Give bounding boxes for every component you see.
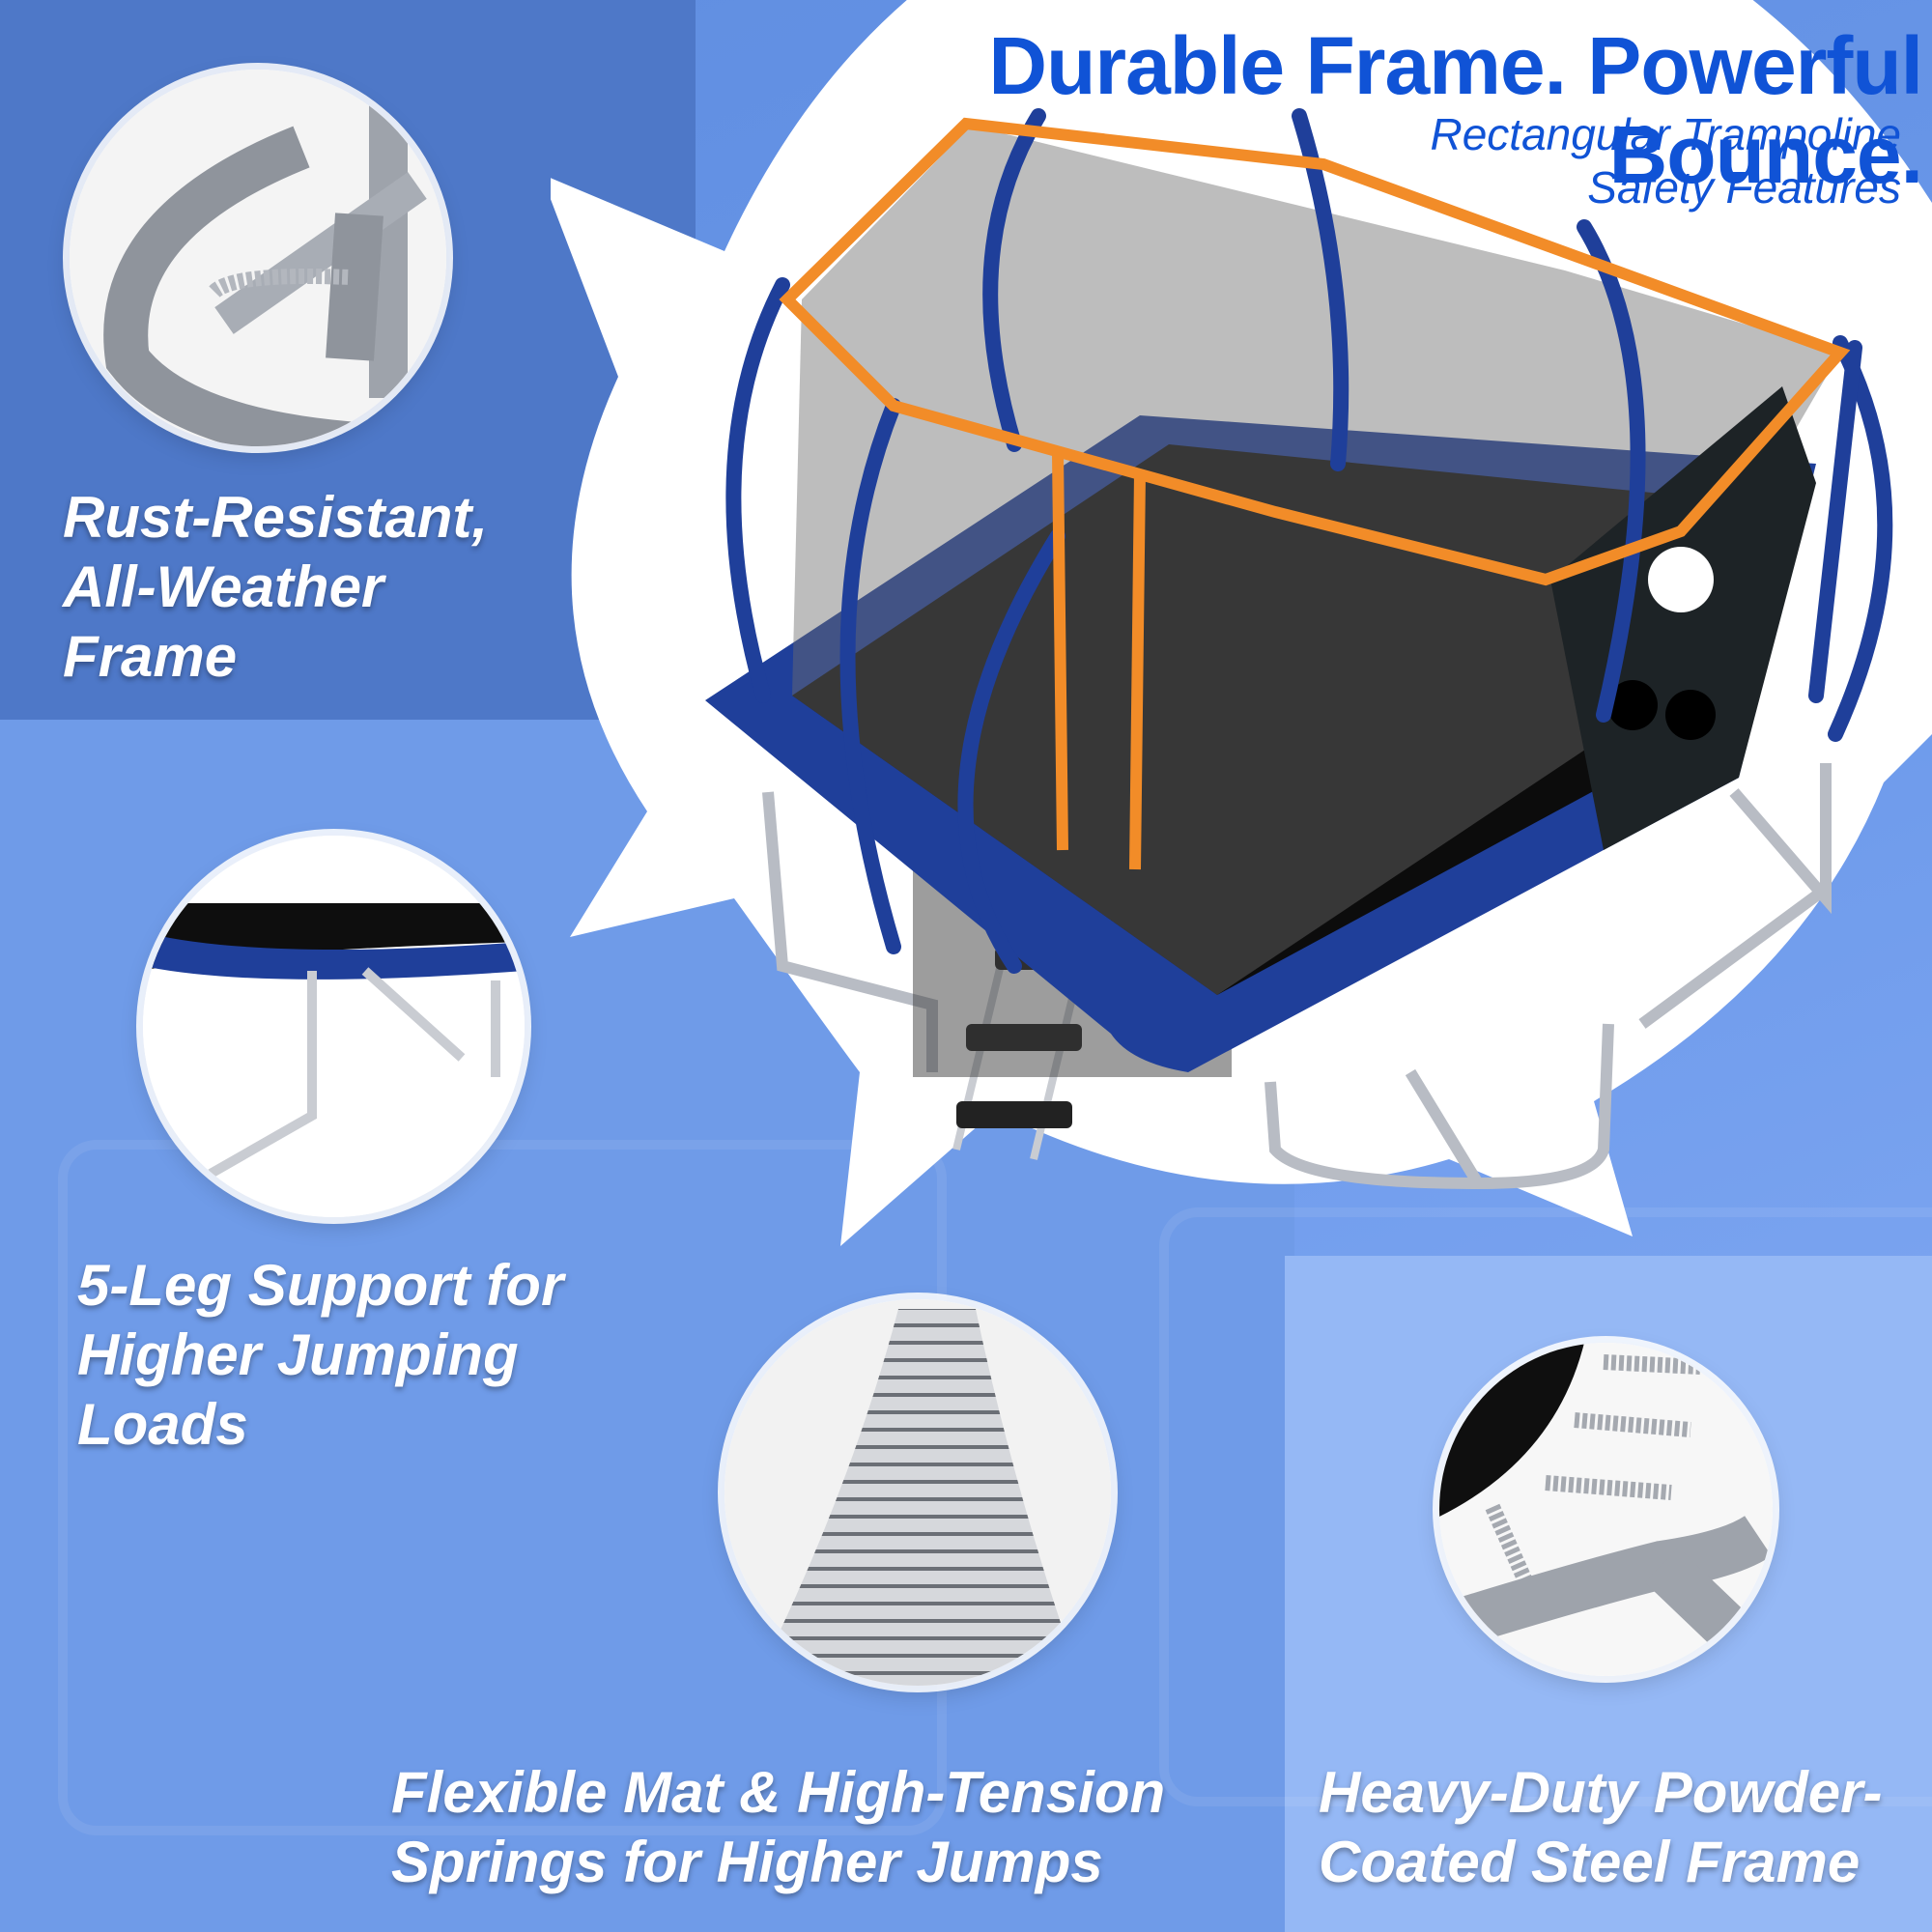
target-hole bbox=[1607, 680, 1658, 730]
target-hole bbox=[1665, 690, 1716, 740]
ghost-trampoline-outline bbox=[1159, 1208, 1932, 1806]
door-zipper-strap bbox=[1052, 453, 1146, 870]
leg-support-closeup-image bbox=[143, 836, 525, 1217]
leg-closeup-circle bbox=[143, 836, 525, 1217]
enclosure-net bbox=[792, 126, 1840, 995]
springs-closeup-image bbox=[724, 1299, 1111, 1686]
feature-line: Higher Jumping bbox=[77, 1322, 519, 1387]
feature-line: Springs for Higher Jumps bbox=[391, 1830, 1103, 1894]
subtitle-line: Rectangular Trampoline bbox=[1430, 109, 1902, 159]
target-board bbox=[1550, 386, 1816, 850]
feature-line: All-Weather bbox=[63, 554, 384, 619]
steel-closeup-circle bbox=[1439, 1343, 1773, 1676]
feature-label-steel: Heavy-Duty Powder- Coated Steel Frame bbox=[1319, 1758, 1882, 1897]
feature-label-legs: 5-Leg Support for Higher Jumping Loads bbox=[77, 1251, 563, 1460]
feature-line: 5-Leg Support for bbox=[77, 1253, 564, 1318]
feature-label-rust: Rust-Resistant, All-Weather Frame bbox=[63, 483, 488, 692]
frame-closeup-circle bbox=[70, 70, 446, 446]
target-hole bbox=[1648, 547, 1714, 612]
subtitle-line: Safety Features bbox=[1587, 162, 1901, 213]
feature-line: Coated Steel Frame bbox=[1319, 1830, 1861, 1894]
steel-frame-closeup-image bbox=[1439, 1343, 1773, 1676]
spring-closeup-circle bbox=[724, 1299, 1111, 1686]
page-subtitle: Rectangular Trampoline Safety Features bbox=[1431, 108, 1902, 214]
feature-line: Loads bbox=[77, 1392, 248, 1457]
top-cord bbox=[779, 117, 1851, 586]
feature-line: Heavy-Duty Powder- bbox=[1319, 1760, 1883, 1825]
feature-label-mat: Flexible Mat & High-Tension Springs for … bbox=[391, 1758, 1165, 1897]
feature-line: Rust-Resistant, bbox=[63, 485, 489, 550]
page-title: Durable Frame. Powerful Bounce. bbox=[988, 20, 1923, 201]
feature-line: Flexible Mat & High-Tension bbox=[391, 1760, 1166, 1825]
frame-joint-closeup-image bbox=[70, 70, 446, 446]
feature-line: Frame bbox=[63, 624, 238, 689]
trampoline-image bbox=[705, 108, 1893, 1190]
